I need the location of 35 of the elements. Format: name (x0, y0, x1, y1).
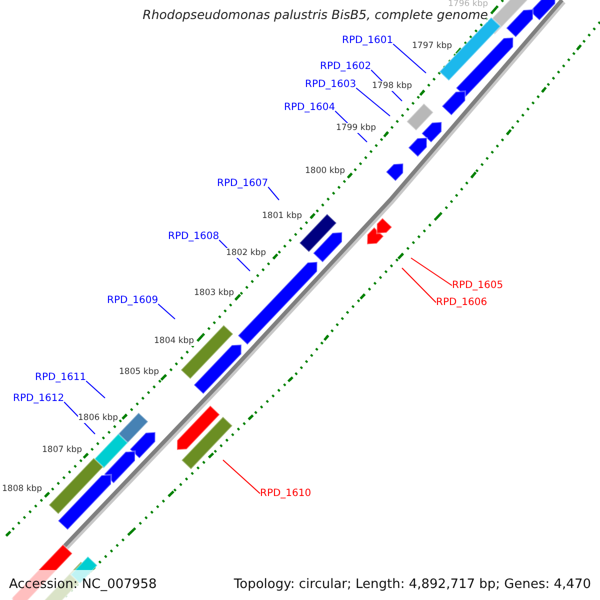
position-label: 1799 kbp (336, 123, 376, 133)
gene-label: RPD_1604 (284, 101, 336, 114)
title: Rhodopseudomonas palustris BisB5, complete genome (142, 9, 488, 22)
gene-label: RPD_1612 (13, 392, 64, 405)
leader-line (356, 88, 390, 116)
leader-line (158, 304, 176, 320)
leader-line (392, 44, 426, 74)
gene-label: RPD_1602 (320, 60, 372, 73)
leader-line (410, 258, 452, 286)
gene-label: RPD_1608 (168, 230, 220, 243)
leader-line (402, 268, 436, 303)
accession-text: Accession: NC_007958 (9, 576, 157, 594)
position-label: 1803 kbp (194, 288, 234, 298)
position-label: 1807 kbp (42, 445, 82, 455)
genome-info-text: Topology: circular; Length: 4,892,717 bp; Genes: 4,470 (234, 576, 591, 594)
position-label: 1800 kbp (305, 166, 346, 176)
gene-label: RPD_1603 (305, 78, 356, 91)
gene-label: RPD_1605 (452, 279, 504, 292)
gene-label: RPD_1601 (342, 34, 394, 47)
position-label: 1798 kbp (372, 81, 412, 91)
gene-label: RPD_1606 (436, 296, 488, 309)
position-label: 1808 kbp (2, 484, 42, 494)
position-label: 1804 kbp (154, 336, 194, 346)
gene-label: RPD_1609 (107, 294, 158, 307)
position-label: 1797 kbp (412, 41, 452, 51)
position-label: 1801 kbp (262, 211, 302, 221)
gene-label: RPD_1611 (35, 371, 86, 384)
leader-line (86, 380, 106, 398)
gene-label: RPD_1607 (217, 177, 268, 190)
leader-line (222, 460, 260, 494)
gene-label: RPD_1610 (260, 487, 312, 500)
position-label: 1806 kbp (78, 413, 118, 423)
position-label: 1802 kbp (226, 248, 266, 258)
leader-line (268, 186, 280, 200)
position-label: 1805 kbp (119, 367, 160, 377)
